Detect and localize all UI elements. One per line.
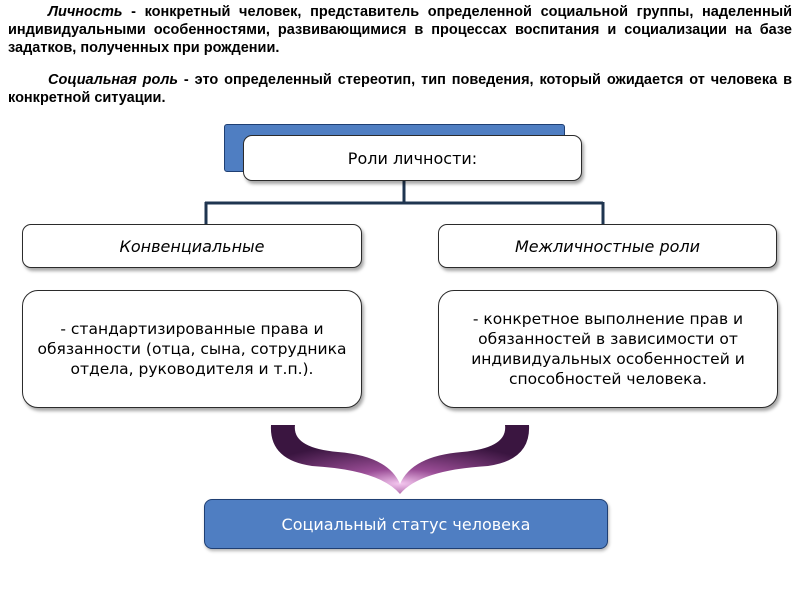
connector-lines xyxy=(204,181,605,224)
conventional-roles-title: Конвенциальные xyxy=(22,224,362,268)
term-personality: Личность xyxy=(48,4,123,20)
definition-personality: - конкретный человек, представитель опре… xyxy=(8,4,792,56)
interpersonal-roles-title: Межличностные роли xyxy=(438,224,777,268)
intro-paragraph-social-role: Социальная роль - это определенный стере… xyxy=(8,71,792,107)
definition-social-role: - это определенный стереотип, тип поведе… xyxy=(8,72,792,106)
roles-header: Роли личности: xyxy=(243,135,582,181)
conventional-roles-description: - стандартизированные права и обязанност… xyxy=(22,290,362,408)
intro-paragraph-personality: Личность - конкретный человек, представи… xyxy=(8,3,792,57)
term-social-role: Социальная роль xyxy=(48,72,179,88)
interpersonal-roles-description: - конкретное выполнение прав и обязаннос… xyxy=(438,290,778,408)
curly-brace xyxy=(270,425,530,494)
social-status-box: Социальный статус человека xyxy=(204,499,608,549)
